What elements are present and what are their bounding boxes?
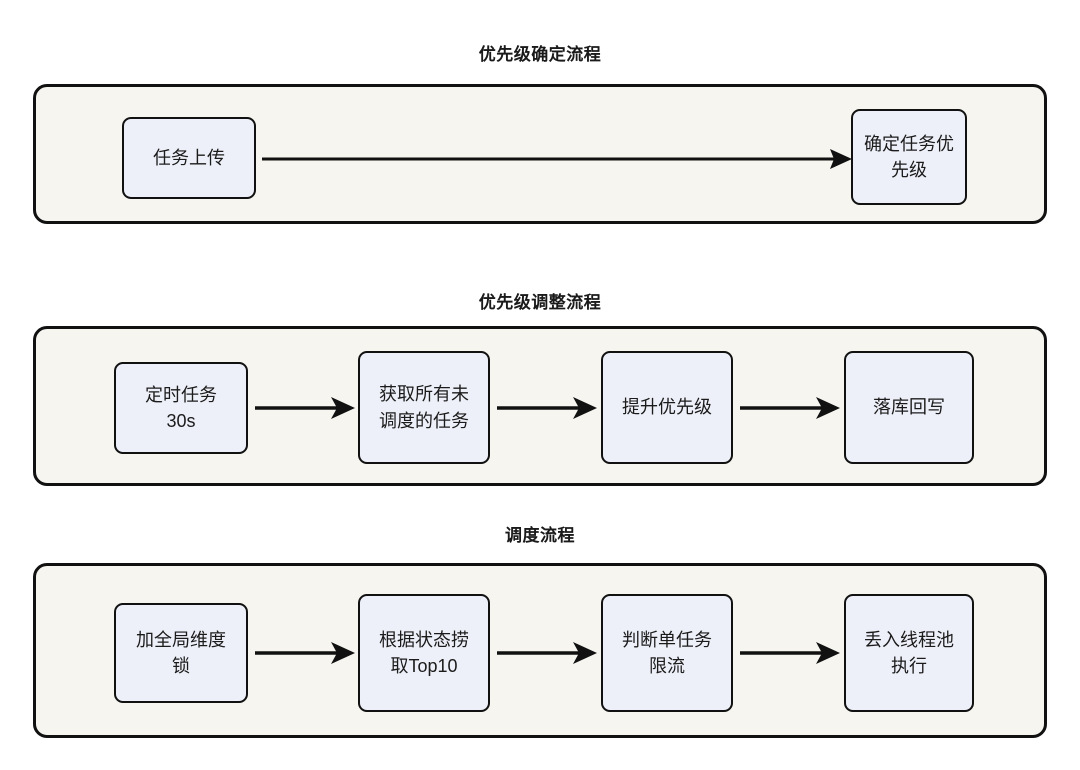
node-submit-to-thread-pool[interactable]: 丢入线程池 执行 (844, 594, 974, 712)
node-label: 提升优先级 (622, 397, 712, 418)
node-acquire-global-lock[interactable]: 加全局维度 锁 (114, 603, 248, 703)
arrow-connector (497, 397, 597, 419)
section-title-priority-determination: 优先级确定流程 (478, 45, 602, 64)
node-determine-task-priority[interactable]: 确定任务优 先级 (851, 109, 967, 205)
node-fetch-top10-by-status[interactable]: 根据状态捞 取Top10 (358, 594, 490, 712)
node-label: 确定任务优 先级 (864, 133, 954, 180)
flow-container-scheduling: 加全局维度 锁 根据状态捞 取Top10 判断单任务 限流 (33, 563, 1047, 738)
node-raise-priority[interactable]: 提升优先级 (601, 351, 733, 464)
node-label: 落库回写 (873, 397, 945, 418)
node-label: 任务上传 (153, 147, 225, 168)
node-single-task-rate-limit[interactable]: 判断单任务 限流 (601, 594, 733, 712)
node-label: 判断单任务 限流 (622, 629, 712, 676)
node-label: 获取所有未 调度的任务 (379, 384, 469, 431)
node-persist-writeback[interactable]: 落库回写 (844, 351, 974, 464)
arrow-connector (497, 642, 597, 664)
flow-container-priority-adjustment: 定时任务 30s 获取所有未 调度的任务 提升优先级 (33, 326, 1047, 486)
arrow-connector (255, 642, 355, 664)
node-label: 根据状态捞 取Top10 (379, 629, 469, 676)
arrow-connector (255, 397, 355, 419)
arrow-connector (740, 397, 840, 419)
node-fetch-unscheduled-tasks[interactable]: 获取所有未 调度的任务 (358, 351, 490, 464)
node-task-upload[interactable]: 任务上传 (122, 117, 256, 199)
node-scheduled-task-30s[interactable]: 定时任务 30s (114, 362, 248, 454)
section-title-priority-adjustment: 优先级调整流程 (478, 293, 602, 312)
section-title-scheduling: 调度流程 (505, 526, 575, 545)
node-label: 定时任务 30s (145, 384, 217, 431)
node-label: 丢入线程池 执行 (864, 629, 954, 676)
arrow-connector (262, 148, 852, 170)
flow-container-priority-determination: 任务上传 确定任务优 先级 (33, 84, 1047, 224)
arrow-connector (740, 642, 840, 664)
node-label: 加全局维度 锁 (136, 629, 226, 676)
